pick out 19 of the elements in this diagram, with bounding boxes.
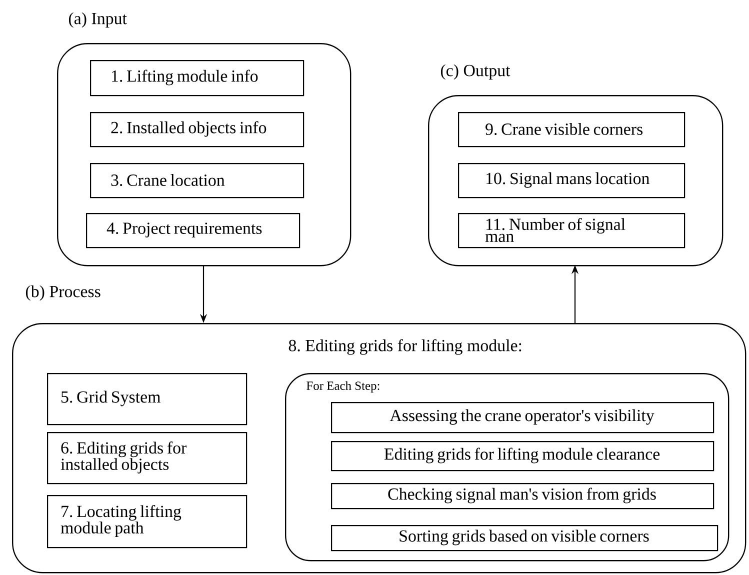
step-box: 5. Grid System	[47, 373, 248, 426]
step-box: 3. Crane location	[90, 163, 304, 198]
subheading: For Each Step:	[306, 381, 380, 392]
step-box: Assessing the crane operator's visibility	[331, 402, 714, 434]
step-box: Sorting grids based on visible corners	[331, 525, 718, 552]
step-box: 2. Installed objects info	[90, 112, 304, 148]
heading: 8. Editing grids for lifting module:	[288, 339, 522, 355]
step-box: 6. Editing grids for installed objects	[47, 432, 248, 484]
step-box: Checking signal man's vision from grids	[331, 483, 714, 510]
heading: (c) Output	[440, 64, 510, 80]
step-box: Editing grids for lifting module clearance	[331, 441, 714, 472]
step-box: 7. Locating lifting module path	[47, 495, 248, 548]
heading: (b) Process	[26, 285, 100, 301]
step-box: 10. Signal mans location	[458, 163, 686, 198]
step-box: 9. Crane visible corners	[458, 112, 686, 148]
step-box: 1. Lifting module info	[90, 60, 304, 96]
step-box: 4. Project requirements	[86, 213, 300, 248]
step-box: 11. Number of signal man	[458, 213, 686, 248]
heading: (a) Input	[68, 12, 127, 28]
